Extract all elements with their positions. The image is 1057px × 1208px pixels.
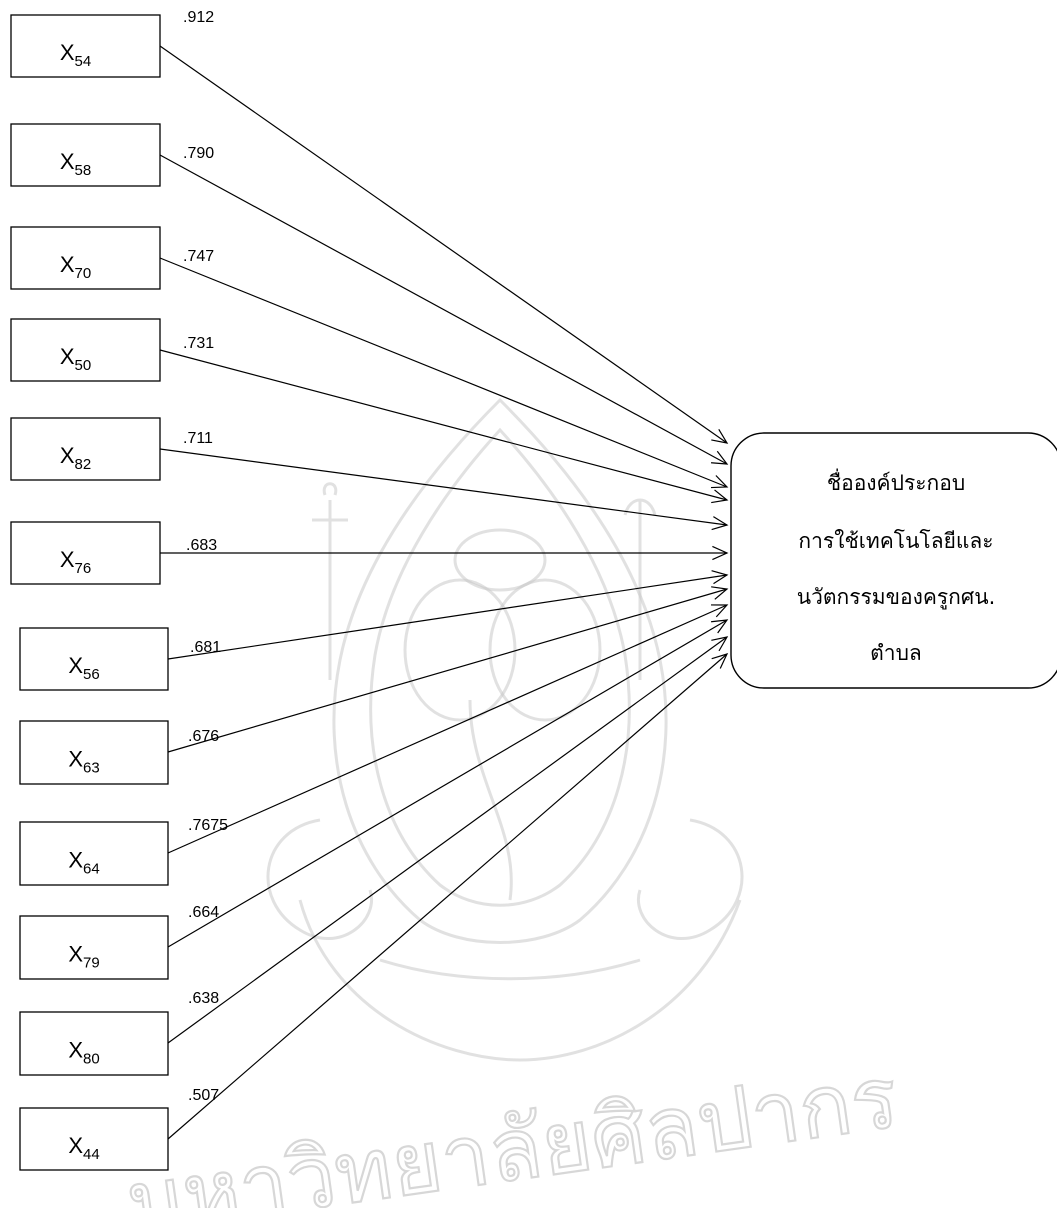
path-arrow-x79 — [167, 619, 728, 948]
path-arrow-x44 — [167, 653, 728, 1140]
coefficient-x63: .676 — [188, 728, 219, 745]
arrowhead-x82 — [711, 516, 729, 531]
path-arrow-x58 — [159, 154, 728, 465]
variable-label-x54: X54 — [60, 40, 91, 70]
latent-construct: ชื่อองค์ประกอบ การใช้เทคโนโลยีและ นวัตกร… — [730, 432, 1057, 689]
coefficient-x50: .731 — [183, 335, 214, 352]
arrowhead-x76 — [712, 545, 729, 561]
variable-box-x50 — [10, 318, 161, 382]
coefficient-x54: .912 — [183, 9, 214, 26]
variable-box-x56 — [19, 627, 169, 691]
variable-box-x63 — [19, 720, 169, 785]
construct-label-line-2: การใช้เทคโนโลยีและ — [798, 529, 993, 553]
variable-label-x64: X64 — [68, 848, 99, 878]
path-arrow-x80 — [167, 636, 728, 1044]
variable-label-x79: X79 — [68, 942, 99, 972]
latent-construct-box — [730, 432, 1057, 689]
path-arrow-x82 — [159, 448, 728, 526]
path-arrow-x50 — [159, 349, 728, 501]
coefficient-x80: .638 — [188, 990, 219, 1007]
path-arrow-x63 — [167, 588, 728, 753]
arrowhead-x79 — [711, 619, 729, 634]
variable-label-x58: X58 — [60, 149, 91, 179]
coefficient-x44: .507 — [188, 1087, 219, 1104]
coefficient-x58: .790 — [183, 145, 214, 162]
construct-label-line-4: ตำบล — [870, 641, 922, 665]
path-arrows — [159, 45, 729, 1140]
coefficient-x70: .747 — [183, 248, 214, 265]
variable-label-x50: X50 — [60, 344, 91, 374]
variable-box-x58 — [10, 123, 161, 187]
arrowhead-x54 — [711, 428, 729, 444]
variable-box-x44 — [19, 1107, 169, 1171]
arrowhead-x50 — [711, 489, 729, 504]
path-arrow-x70 — [159, 257, 728, 488]
arrowhead-x56 — [711, 570, 729, 585]
variable-label-x44: X44 — [68, 1133, 99, 1163]
variable-box-x64 — [19, 821, 169, 886]
variable-box-x76 — [10, 521, 161, 585]
variable-box-x54 — [10, 14, 161, 78]
coefficient-x56: .681 — [190, 639, 221, 656]
arrowhead-x58 — [711, 450, 729, 465]
path-arrow-x64 — [167, 604, 728, 854]
path-coefficients: .912 .790 .747 .731 .711 .683 .681 .676 .7675 .66… — [183, 9, 228, 1104]
coefficient-x79: .664 — [188, 904, 219, 921]
path-arrow-x56 — [167, 574, 728, 660]
variable-box-x79 — [19, 915, 169, 980]
watermark-text: มหาวิทยาลัยศิลปากร — [121, 1047, 904, 1208]
coefficient-x82: .711 — [183, 430, 213, 447]
variable-label-x76: X76 — [60, 547, 91, 577]
coefficient-x64: .7675 — [188, 817, 228, 834]
arrowhead-x80 — [711, 636, 729, 652]
arrowhead-x70 — [710, 475, 729, 489]
variable-box-x82 — [10, 417, 161, 481]
variable-box-x80 — [19, 1011, 169, 1076]
coefficient-x76: .683 — [186, 537, 217, 554]
variable-label-x70: X70 — [60, 252, 91, 282]
arrowhead-x44 — [711, 653, 729, 669]
construct-label-line-3: นวัตกรรมของครูกศน. — [797, 585, 996, 610]
arrowhead-x63 — [711, 586, 729, 600]
arrowhead-x64 — [710, 604, 729, 618]
construct-label-line-1: ชื่อองค์ประกอบ — [827, 468, 965, 495]
variable-label-x82: X82 — [60, 443, 91, 473]
variable-label-x56: X56 — [68, 653, 99, 683]
path-arrow-x54 — [159, 45, 728, 444]
variable-label-x63: X63 — [68, 747, 99, 777]
variable-label-x80: X80 — [68, 1038, 99, 1068]
